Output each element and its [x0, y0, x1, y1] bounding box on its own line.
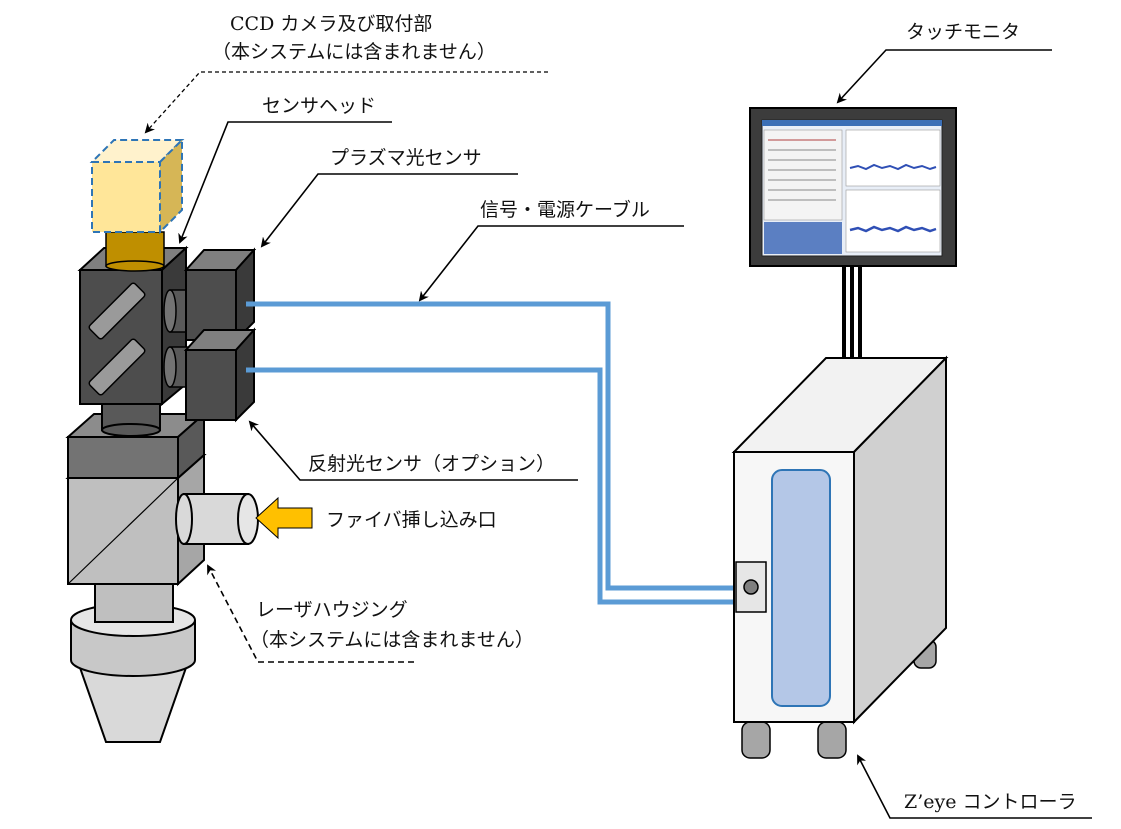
fiber-insert-arrow	[255, 496, 313, 540]
leader-cable	[418, 225, 684, 302]
leader-monitor	[836, 49, 1052, 104]
leader-reflect	[248, 420, 578, 481]
cable-lower	[246, 367, 734, 605]
controller-window	[771, 469, 831, 707]
label-touch-monitor: タッチモニタ	[906, 21, 1020, 43]
label-sensor-head: センサヘッド	[262, 95, 376, 117]
housing-top-band	[67, 436, 179, 479]
reflect-sensor-box	[185, 349, 237, 421]
label-fiber-port: ファイバ挿し込み口	[326, 509, 497, 531]
leader-plasma	[260, 173, 518, 248]
label-controller: Z’eye コントローラ	[904, 791, 1077, 813]
label-reflect-sensor: 反射光センサ（オプション）	[308, 453, 555, 475]
label-ccd-line2: （本システムには含まれません）	[212, 41, 496, 63]
label-plasma-sensor: プラズマ光センサ	[330, 147, 482, 169]
label-ccd-line1: CCD カメラ及び取付部	[230, 13, 432, 35]
leader-ccd	[144, 71, 548, 134]
label-laser-line1: レーザハウジング	[256, 599, 408, 621]
label-laser-line2: （本システムには含まれません）	[250, 629, 534, 651]
leader-controller	[857, 754, 1092, 819]
leader-laser	[207, 564, 414, 663]
housing-neck	[94, 581, 174, 623]
label-signal-cable: 信号・電源ケーブル	[480, 198, 650, 221]
cable-upper	[246, 301, 734, 591]
leader-sensor-head	[178, 121, 392, 244]
